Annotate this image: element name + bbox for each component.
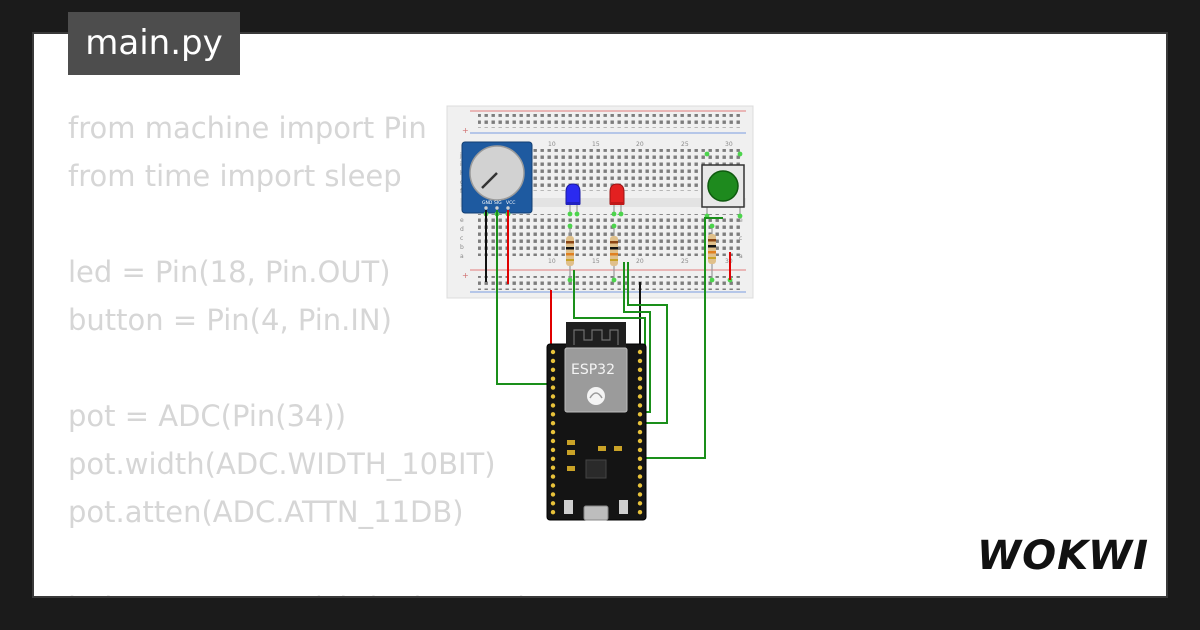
row-label: j <box>459 152 462 159</box>
code-line: button = Pin(4, Pin.IN) <box>68 303 392 337</box>
column-label: 25 <box>681 258 689 265</box>
header-pin[interactable] <box>637 456 643 461</box>
header-pin[interactable] <box>550 385 556 390</box>
en-button[interactable] <box>564 500 573 514</box>
header-pin[interactable] <box>637 465 643 470</box>
row-label: a <box>460 253 464 260</box>
code-editor[interactable]: from machine import Pin from time import … <box>68 104 529 596</box>
header-pin[interactable] <box>637 412 643 417</box>
code-line: led = Pin(18, Pin.OUT) <box>68 255 391 289</box>
header-pin[interactable] <box>637 474 643 479</box>
header-pin[interactable] <box>637 483 643 488</box>
center-channel <box>460 198 746 207</box>
antenna-trace <box>573 329 619 345</box>
column-label: 20 <box>636 258 644 265</box>
code-line: pot = ADC(Pin(34)) <box>68 399 347 433</box>
header-pin[interactable] <box>637 349 643 355</box>
header-pin[interactable] <box>550 412 556 417</box>
column-label: 20 <box>636 141 644 148</box>
code-line: from time import sleep <box>68 159 402 193</box>
file-tab[interactable]: main.py <box>68 12 240 75</box>
boot-button[interactable] <box>619 500 628 514</box>
board-label: ESP32 <box>571 362 615 378</box>
header-pin[interactable] <box>550 465 556 470</box>
column-label: 25 <box>681 141 689 148</box>
header-pin[interactable] <box>637 376 643 381</box>
column-label: 15 <box>592 258 600 265</box>
terminal-holes-bottom[interactable] <box>478 214 740 256</box>
header-pin[interactable] <box>550 349 556 355</box>
header-pin[interactable] <box>550 456 556 461</box>
logo-text: WOKWI <box>977 533 1149 579</box>
column-label: 15 <box>592 141 600 148</box>
power-rail-holes[interactable] <box>478 114 740 128</box>
header-pin[interactable] <box>550 403 556 408</box>
column-label: 30 <box>725 258 733 265</box>
row-label: e <box>739 217 743 224</box>
header-pin[interactable] <box>550 367 556 372</box>
plus-marker: + <box>462 271 469 280</box>
row-label: b <box>460 244 464 251</box>
header-pin[interactable] <box>637 385 643 390</box>
header-pin[interactable] <box>550 483 556 488</box>
header-pin[interactable] <box>637 429 643 435</box>
header-pin[interactable] <box>550 501 556 506</box>
header-pin[interactable] <box>550 438 556 444</box>
resistor[interactable] <box>610 226 618 278</box>
header-pin[interactable] <box>550 421 556 426</box>
knob-indicator <box>481 172 498 189</box>
code-line: led_pwm = PWM(Pin(18), 5000) <box>68 584 529 596</box>
row-label: i <box>460 161 462 168</box>
antenna <box>566 322 626 350</box>
usb-port <box>583 505 609 521</box>
code-line: pot.atten(ADC.ATTN_11DB) <box>68 495 464 529</box>
header-pin[interactable] <box>637 358 643 364</box>
row-label: e <box>460 217 464 224</box>
row-label: d <box>460 226 464 233</box>
potentiometer[interactable]: GND SIG VCC <box>461 141 533 214</box>
header-pin[interactable] <box>637 421 643 426</box>
header-pin[interactable] <box>637 438 643 444</box>
header-pin[interactable] <box>550 447 556 453</box>
header-pin[interactable] <box>637 394 643 399</box>
resistor[interactable] <box>566 226 574 278</box>
header-pin[interactable] <box>550 510 556 515</box>
code-line: from machine import Pin <box>68 111 427 145</box>
header-pin[interactable] <box>637 510 643 515</box>
row-label: c <box>460 235 463 242</box>
code-line: pot.width(ADC.WIDTH_10BIT) <box>68 447 496 481</box>
pin-label-sig: SIG <box>494 200 502 206</box>
header-pin[interactable] <box>637 501 643 506</box>
push-button[interactable] <box>701 164 745 216</box>
wires[interactable] <box>485 210 731 459</box>
column-label: 30 <box>725 141 733 148</box>
header-pin[interactable] <box>637 447 643 453</box>
row-label: c <box>739 235 742 242</box>
esp32-board[interactable]: ESP32 <box>546 322 647 521</box>
header-pin[interactable] <box>637 367 643 372</box>
pin-label-vcc: VCC <box>506 200 515 206</box>
header-pin[interactable] <box>637 492 643 497</box>
espressif-logo <box>587 387 605 405</box>
header-pin[interactable] <box>550 492 556 497</box>
header-pin[interactable] <box>550 394 556 399</box>
header-pin[interactable] <box>637 403 643 408</box>
resistor[interactable] <box>708 226 716 280</box>
wokwi-logo: WOKWI <box>977 533 1149 579</box>
column-label: 10 <box>548 258 556 265</box>
esp32-module <box>564 347 628 413</box>
row-label: a <box>739 253 743 260</box>
chip <box>585 459 607 479</box>
header-pin[interactable] <box>550 429 556 435</box>
column-label: 10 <box>548 141 556 148</box>
header-pin[interactable] <box>550 474 556 479</box>
pin-label-gnd: GND <box>482 200 493 206</box>
header-pin[interactable] <box>550 376 556 381</box>
power-rail-holes[interactable] <box>478 276 740 290</box>
esp32-pins[interactable] <box>550 349 643 515</box>
blue-led[interactable] <box>565 183 581 214</box>
header-pin[interactable] <box>550 358 556 364</box>
plus-marker: + <box>462 126 469 135</box>
